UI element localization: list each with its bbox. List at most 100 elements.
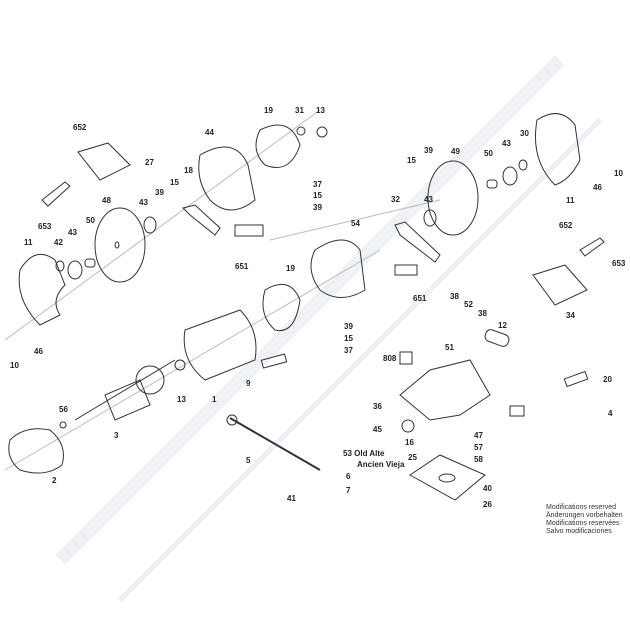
fan	[135, 365, 165, 395]
part-label: 4	[608, 409, 613, 418]
part-label: 3	[114, 431, 119, 440]
label-808	[399, 351, 413, 365]
part-label: 37	[344, 346, 353, 355]
part-label: 25	[408, 453, 417, 462]
part-label: 31	[295, 106, 304, 115]
bracket-653	[41, 181, 71, 207]
bracket-653-right	[579, 237, 605, 257]
part-label: 44	[205, 128, 214, 137]
capacitor-12	[484, 329, 510, 347]
left-wheel-guard	[18, 253, 66, 326]
part-label: 7	[346, 486, 351, 495]
bushing-50-right	[486, 179, 498, 189]
wheel-cover-44	[198, 146, 256, 211]
part-label: 47	[474, 431, 483, 440]
part-label: 10	[614, 169, 623, 178]
part-label: 16	[405, 438, 414, 447]
part-label: 57	[474, 443, 483, 452]
part-label: 53 Old Alte	[343, 449, 385, 458]
part-label: 2	[52, 476, 57, 485]
part-label: 6	[346, 472, 351, 481]
part-label: 54	[351, 219, 360, 228]
armature-3	[74, 359, 176, 421]
part-label: 43	[139, 198, 148, 207]
part-label: 15	[313, 191, 322, 200]
part-label: 58	[474, 455, 483, 464]
note-line: Modifications reservées	[546, 520, 620, 527]
part-label: 30	[520, 129, 529, 138]
tool-rest-18	[182, 204, 221, 236]
part-label: 39	[424, 146, 433, 155]
part-label: 11	[566, 196, 575, 205]
right-wheel-guard	[534, 113, 581, 186]
part-label: 46	[593, 183, 602, 192]
power-cord-5	[229, 417, 321, 471]
part-label: 653	[38, 222, 52, 231]
part-label: 32	[391, 195, 400, 204]
part-label: 653	[612, 259, 626, 268]
end-cover-19-right	[262, 283, 301, 332]
base-plate-40	[409, 454, 486, 501]
part-label: 38	[450, 292, 459, 301]
switch-4	[509, 405, 525, 417]
part-label: 51	[445, 343, 454, 352]
part-label: 15	[170, 178, 179, 187]
nut-42	[55, 260, 65, 272]
part-label: 652	[559, 221, 573, 230]
modifications-note: Modifications reserved Änderungen vorbeh…	[546, 504, 623, 536]
flange-43-left	[67, 260, 83, 280]
part-label: 42	[54, 238, 63, 247]
bearing-13	[316, 126, 328, 138]
note-line: Änderungen vorbehalten	[546, 512, 623, 519]
part-label: 651	[235, 262, 249, 271]
motor-housing-1	[183, 309, 257, 381]
part-label: 43	[502, 139, 511, 148]
wheel-cover-54	[310, 239, 366, 298]
label-9	[260, 353, 288, 369]
part-label: 49	[451, 147, 460, 156]
part-label: 50	[484, 149, 493, 158]
part-label: 12	[498, 321, 507, 330]
part-label: 52	[464, 300, 473, 309]
watermark-graphic	[55, 55, 603, 603]
grinding-wheel-49	[427, 160, 479, 236]
tool-rest-32	[394, 221, 441, 263]
flange-43	[143, 216, 157, 234]
part-label: 18	[184, 166, 193, 175]
label-20	[563, 370, 589, 388]
base-36	[399, 359, 491, 421]
part-label: 651	[413, 294, 427, 303]
part-label: 39	[155, 188, 164, 197]
part-label: 40	[483, 484, 492, 493]
part-label: 652	[73, 123, 87, 132]
cover-651-right	[394, 264, 418, 276]
flange-43-right2	[502, 166, 518, 186]
part-label: 41	[287, 494, 296, 503]
grinding-wheel-48	[94, 207, 146, 283]
part-label: 43	[68, 228, 77, 237]
part-label: 56	[59, 405, 68, 414]
part-label: 37	[313, 180, 322, 189]
eye-shield-34	[532, 264, 588, 306]
part-label: 27	[145, 158, 154, 167]
part-label: 11	[24, 238, 33, 247]
part-label: 808	[383, 354, 397, 363]
part-label: 39	[313, 203, 322, 212]
part-label: 15	[407, 156, 416, 165]
part-label: 19	[264, 106, 273, 115]
part-label: 46	[34, 347, 43, 356]
part-label: 5	[246, 456, 251, 465]
part-label: 15	[344, 334, 353, 343]
part-label: 1	[212, 395, 217, 404]
part-label: 34	[566, 311, 575, 320]
part-label: 36	[373, 402, 382, 411]
bearing-13-front	[174, 359, 186, 371]
end-cap-2	[8, 428, 64, 474]
part-label: 39	[344, 322, 353, 331]
part-label: 19	[286, 264, 295, 273]
part-label: 13	[177, 395, 186, 404]
part-label: 10	[10, 361, 19, 370]
part-label: 20	[603, 375, 612, 384]
